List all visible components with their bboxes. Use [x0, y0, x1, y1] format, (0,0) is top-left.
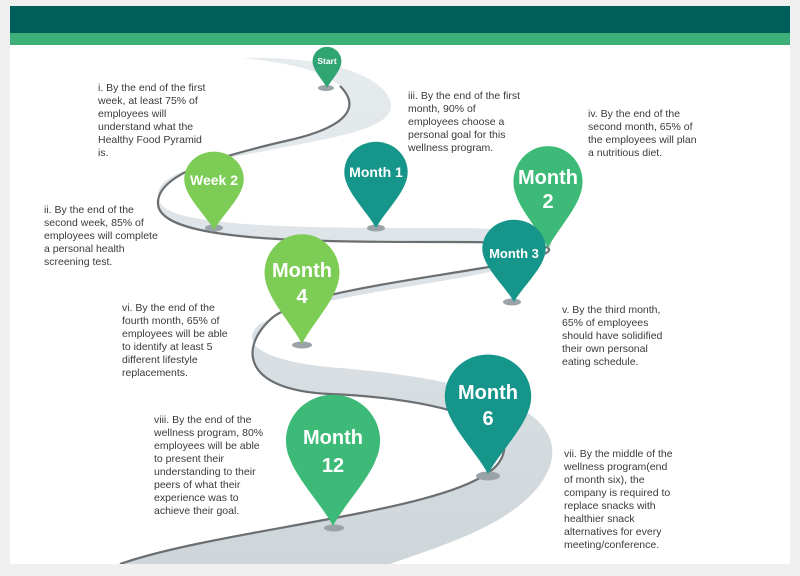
milestone-label: 6 [482, 408, 494, 430]
pin-shadow [318, 85, 334, 91]
milestone-pin-month6: Month 6 [443, 352, 533, 474]
map-pin-icon [513, 146, 583, 248]
map-pin-icon [312, 46, 342, 88]
milestone-pin-month1: Month 1 [343, 140, 409, 228]
milestone-label: 4 [296, 286, 308, 308]
milestone-label: Month 1 [349, 164, 403, 180]
milestone-label: 12 [321, 455, 345, 477]
pin-shadow [503, 298, 521, 306]
pin-shadow [324, 524, 344, 532]
milestone-label: Month [303, 427, 363, 449]
pin-shadow [476, 471, 500, 481]
milestone-label: Month [272, 260, 332, 282]
milestone-label: Month [458, 382, 518, 404]
milestone-pin-month3: Month 3 [481, 218, 547, 302]
pin-shadow [292, 341, 312, 349]
pin-shadow [367, 224, 385, 232]
milestone-pin-week2: Week 2 [183, 150, 245, 230]
milestone-label: 2 [542, 191, 554, 213]
milestone-pin-month12: Month 12 [284, 392, 382, 526]
map-pin-icon [184, 151, 244, 230]
map-pin-icon [264, 234, 340, 344]
map-pin-icon [444, 354, 532, 474]
road-edge [119, 85, 551, 564]
map-pin-icon [482, 219, 546, 302]
milestone-label: Month 3 [489, 246, 539, 261]
header-band-dark [10, 6, 790, 33]
milestone-label: Start [317, 56, 337, 66]
milestone-label: Month [518, 167, 578, 189]
milestone-pin-month4: Month 4 [263, 232, 341, 344]
milestone-pin-start: Start [312, 46, 342, 88]
milestone-label: Week 2 [190, 172, 238, 188]
milestone-pin-month2: Month 2 [512, 144, 584, 248]
header-band-light [10, 33, 790, 45]
map-pin-icon [344, 141, 408, 228]
map-pin-icon [285, 394, 381, 526]
